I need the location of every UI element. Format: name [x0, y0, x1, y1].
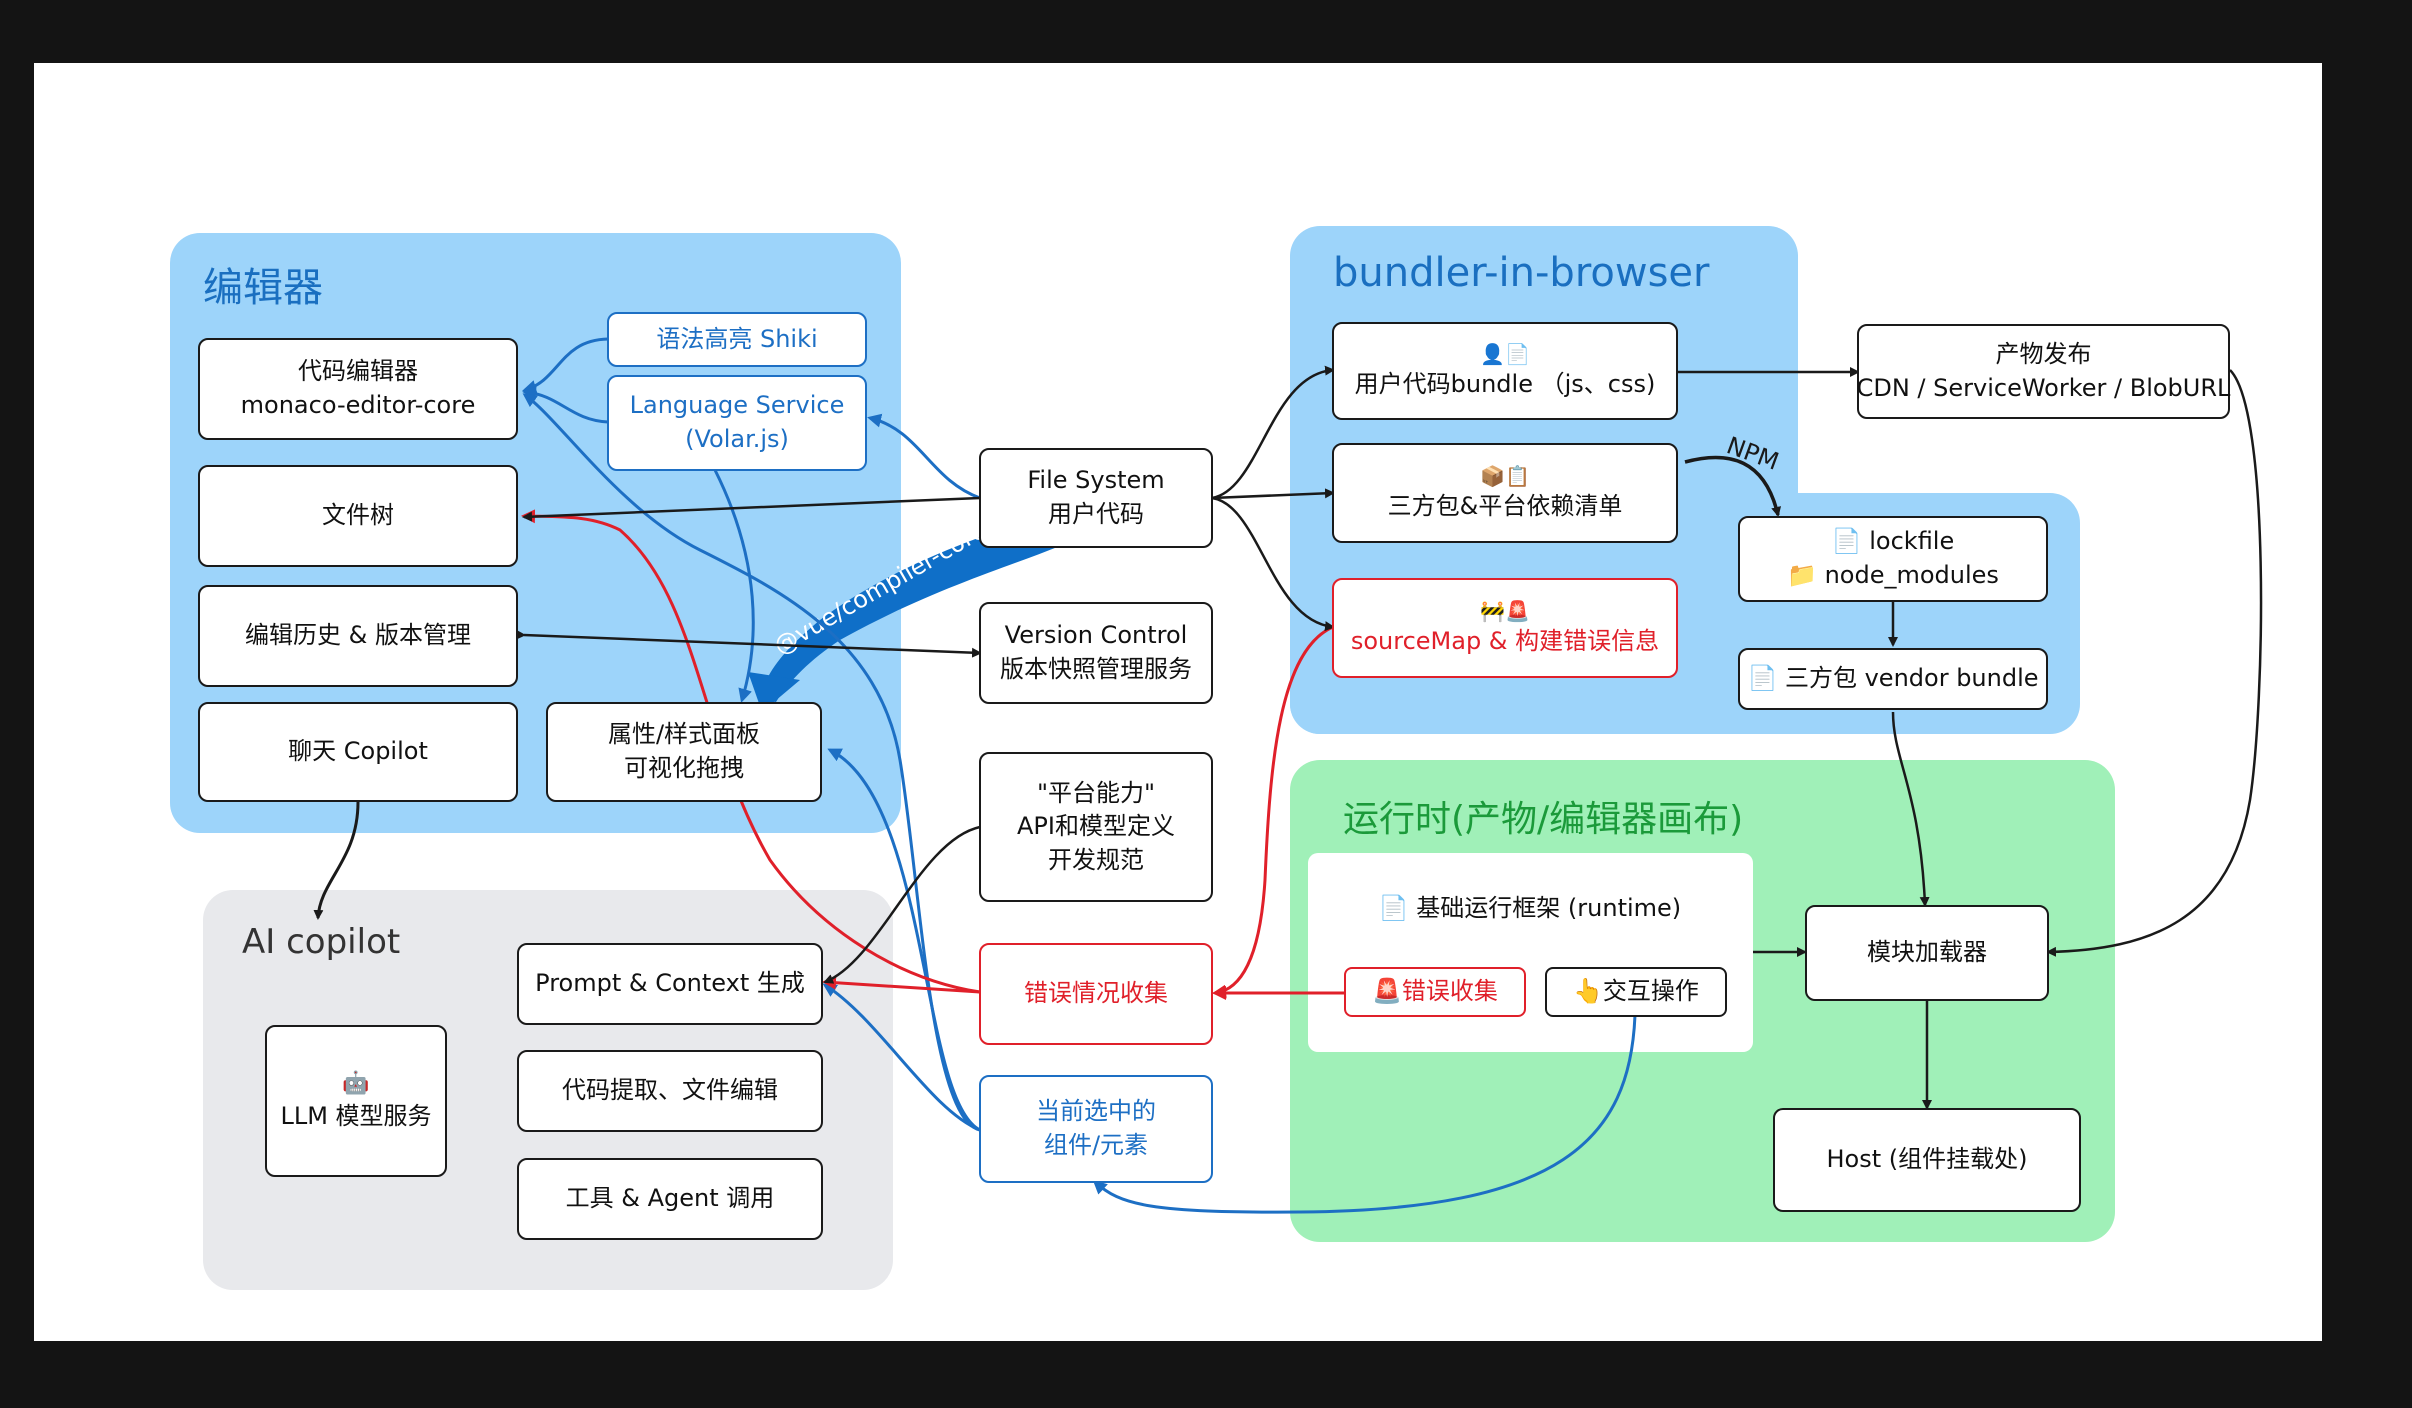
node-error-collect[interactable]: 错误情况收集 [979, 943, 1213, 1045]
group-bundler-title: bundler-in-browser [1333, 250, 1710, 296]
group-runtime-title: 运行时(产物/编辑器画布) [1343, 799, 1744, 840]
runtime-error-label: 🚨错误收集 [1372, 977, 1498, 1006]
sourcemap-icons: 🚧🚨 [1480, 599, 1530, 624]
node-llm[interactable]: 🤖 LLM 模型服务 [265, 1025, 447, 1177]
llm-icon: 🤖 [342, 1070, 370, 1096]
node-code-editor[interactable]: 代码编辑器 monaco-editor-core [198, 338, 518, 440]
group-editor-title: 编辑器 [203, 265, 323, 311]
selected-line2: 组件/元素 [1043, 1131, 1149, 1159]
fs-subtitle: 用户代码 [1048, 500, 1144, 528]
interaction-label: 👆交互操作 [1573, 977, 1699, 1006]
error-collect-label: 错误情况收集 [1024, 979, 1168, 1008]
lang-service-title: Language Service [629, 391, 845, 420]
props-subtitle: 可视化拖拽 [624, 754, 744, 782]
runtime-base-label: 📄 基础运行框架 (runtime) [1378, 894, 1682, 922]
third-party-icons: 📦📋 [1480, 464, 1530, 489]
node-runtime-error[interactable]: 🚨错误收集 [1344, 967, 1526, 1017]
platform-line3: 开发规范 [1048, 845, 1144, 874]
lockfile-line2: 📁 node_modules [1787, 561, 1999, 589]
platform-line2: API和模型定义 [1017, 812, 1175, 841]
node-module-loader[interactable]: 模块加载器 [1805, 905, 2049, 1001]
node-code-extract[interactable]: 代码提取、文件编辑 [517, 1050, 823, 1132]
node-vendor-bundle[interactable]: 📄 三方包 vendor bundle [1738, 648, 2048, 710]
node-file-tree[interactable]: 文件树 [198, 465, 518, 567]
shiki-label: 语法高亮 Shiki [656, 324, 818, 353]
node-platform[interactable]: "平台能力" API和模型定义 开发规范 [979, 752, 1213, 902]
node-history[interactable]: 编辑历史 & 版本管理 [198, 585, 518, 687]
code-editor-title: 代码编辑器 [298, 357, 418, 386]
node-tools-agent[interactable]: 工具 & Agent 调用 [517, 1158, 823, 1240]
props-title: 属性/样式面板 [607, 720, 761, 749]
vc-subtitle: 版本快照管理服务 [1000, 655, 1192, 683]
vc-title: Version Control [1004, 621, 1188, 650]
user-bundle-label: 用户代码bundle （js、css) [1354, 370, 1656, 399]
publish-subtitle: CDN / ServiceWorker / BlobURL [1856, 373, 2231, 402]
node-lockfile[interactable]: 📄 lockfile 📁 node_modules [1738, 516, 2048, 602]
lang-service-subtitle: (Volar.js) [685, 425, 789, 453]
chat-label: 聊天 Copilot [288, 737, 428, 766]
node-language-service[interactable]: Language Service (Volar.js) [607, 375, 867, 471]
publish-title: 产物发布 [1995, 339, 2092, 368]
lockfile-line1: 📄 lockfile [1831, 527, 1955, 556]
history-label: 编辑历史 & 版本管理 [245, 621, 471, 650]
code-editor-subtitle: monaco-editor-core [240, 391, 476, 419]
node-props-panel[interactable]: 属性/样式面板 可视化拖拽 [546, 702, 822, 802]
host-label: Host (组件挂载处) [1826, 1145, 2028, 1174]
node-sourcemap[interactable]: 🚧🚨 sourceMap & 构建错误信息 [1332, 578, 1678, 678]
user-bundle-icons: 👤📄 [1480, 342, 1530, 367]
sourcemap-label: sourceMap & 构建错误信息 [1350, 627, 1660, 656]
vendor-bundle-label: 📄 三方包 vendor bundle [1747, 664, 2039, 693]
node-publish[interactable]: 产物发布 CDN / ServiceWorker / BlobURL [1857, 324, 2230, 419]
code-extract-label: 代码提取、文件编辑 [562, 1076, 778, 1105]
node-chat-copilot[interactable]: 聊天 Copilot [198, 702, 518, 802]
third-party-label: 三方包&平台依赖清单 [1387, 492, 1623, 521]
node-selected-element[interactable]: 当前选中的 组件/元素 [979, 1075, 1213, 1183]
platform-line1: "平台能力" [1036, 778, 1156, 807]
selected-line1: 当前选中的 [1036, 1097, 1156, 1126]
node-host[interactable]: Host (组件挂载处) [1773, 1108, 2081, 1212]
runtime-inner-panel [1308, 853, 1753, 1052]
node-version-control[interactable]: Version Control 版本快照管理服务 [979, 602, 1213, 704]
node-third-party-list[interactable]: 📦📋 三方包&平台依赖清单 [1332, 443, 1678, 543]
node-shiki[interactable]: 语法高亮 Shiki [607, 312, 867, 367]
fs-title: File System [1027, 466, 1165, 495]
tools-agent-label: 工具 & Agent 调用 [565, 1184, 775, 1213]
module-loader-label: 模块加载器 [1867, 938, 1987, 967]
node-prompt-context[interactable]: Prompt & Context 生成 [517, 943, 823, 1025]
llm-label: LLM 模型服务 [280, 1101, 432, 1130]
group-ai-title: AI copilot [242, 922, 401, 962]
node-user-bundle[interactable]: 👤📄 用户代码bundle （js、css) [1332, 322, 1678, 420]
prompt-context-label: Prompt & Context 生成 [535, 969, 805, 998]
file-tree-label: 文件树 [322, 501, 394, 530]
node-file-system[interactable]: File System 用户代码 [979, 448, 1213, 548]
node-interaction[interactable]: 👆交互操作 [1545, 967, 1727, 1017]
